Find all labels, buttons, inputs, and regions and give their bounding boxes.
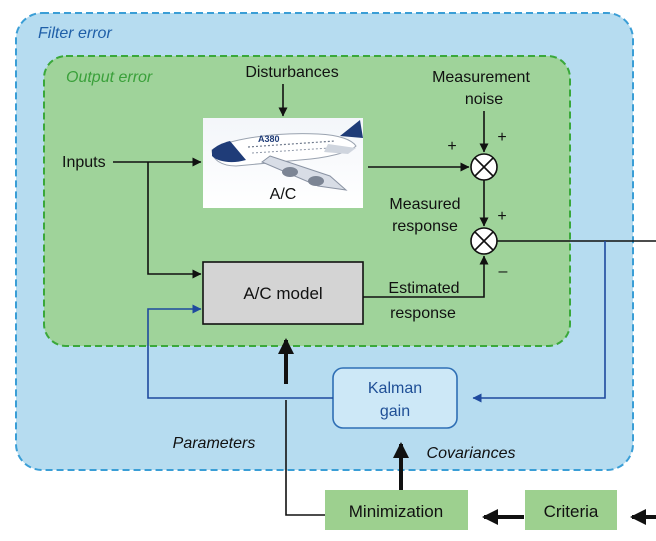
summing-junction-1 <box>470 153 498 181</box>
measured-response-label-2: response <box>392 218 458 235</box>
sum2-sign-bottom: – <box>499 263 508 280</box>
kalman-feedback-lines <box>147 241 606 403</box>
disturbances-label: Disturbances <box>245 64 338 81</box>
sum2-sign-top: + <box>497 208 506 225</box>
criteria-block <box>525 490 617 530</box>
aircraft-block: A380 A/C <box>203 118 363 208</box>
ac-model-block <box>202 261 364 325</box>
kalman-label-line2: gain <box>380 403 410 420</box>
svg-text:A380: A380 <box>258 134 280 144</box>
inputs-label: Inputs <box>62 154 106 171</box>
inputs-to-model-arrow <box>147 162 202 279</box>
kalman-to-model-arrow <box>147 304 333 399</box>
covariances-label: Covariances <box>427 445 516 462</box>
criteria-label: Criteria <box>544 502 599 521</box>
filter-error-label: Filter error <box>38 25 112 42</box>
minimization-label: Minimization <box>349 502 443 521</box>
measurement-noise-label-2: noise <box>465 91 503 108</box>
sum1-sign-left: + <box>447 138 456 155</box>
sum1-sign-top: + <box>497 129 506 146</box>
measured-response-label-1: Measured <box>389 196 460 213</box>
minimization-block <box>325 490 468 530</box>
error-to-kalman-arrow <box>472 241 606 403</box>
kalman-label-line1: Kalman <box>368 380 422 397</box>
estimated-response-label-1: Estimated <box>388 280 459 297</box>
output-error-label: Output error <box>66 69 153 86</box>
signal-lines <box>113 84 656 516</box>
measurement-noise-label-1: Measurement <box>432 69 530 86</box>
summing-junction-2 <box>470 227 498 255</box>
aircraft-caption: A/C <box>270 186 297 203</box>
thick-arrows <box>278 338 656 525</box>
airplane-icon: A380 <box>211 120 363 191</box>
estimated-response-arrow <box>363 255 489 298</box>
estimated-response-label-2: response <box>390 305 456 322</box>
parameters-line <box>285 400 325 516</box>
ac-model-label: A/C model <box>243 284 322 303</box>
parameters-label: Parameters <box>173 435 256 452</box>
